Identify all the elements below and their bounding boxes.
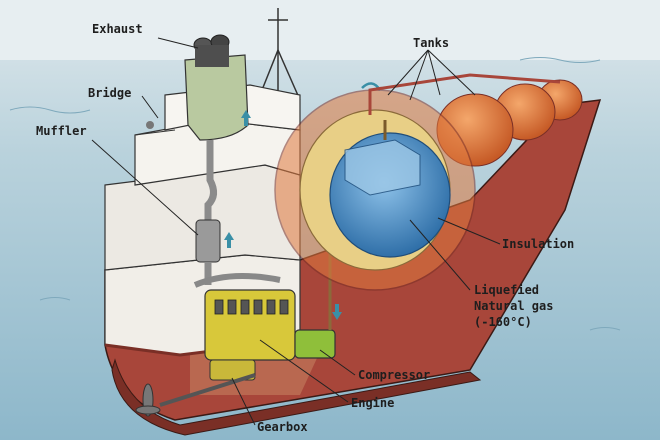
label-muffler: Muffler bbox=[36, 124, 87, 138]
exhaust-duct bbox=[204, 140, 217, 220]
label-insulation: Insulation bbox=[502, 237, 575, 251]
bridge-railing bbox=[134, 129, 176, 136]
lng-top-box bbox=[344, 139, 421, 196]
label-tanks: Tanks bbox=[413, 36, 450, 50]
label-lng-line3: (-160°C) bbox=[474, 315, 532, 329]
wave-lines bbox=[9, 57, 621, 331]
engine-cylinders bbox=[214, 299, 289, 315]
exhaust-manifold bbox=[193, 273, 281, 288]
hull-keel bbox=[111, 358, 482, 436]
label-exhaust: Exhaust bbox=[92, 22, 143, 36]
label-engine: Engine bbox=[351, 396, 395, 410]
label-gearbox: Gearbox bbox=[257, 420, 308, 434]
propeller-shaft bbox=[159, 373, 256, 407]
funnel bbox=[184, 54, 249, 141]
bridge-figure bbox=[146, 121, 154, 129]
leader-lines bbox=[91, 37, 501, 426]
sky-band bbox=[0, 0, 660, 60]
tank-dome-pipes bbox=[368, 73, 561, 115]
label-bridge: Bridge bbox=[88, 86, 132, 100]
label-lng-line1: Liquefied bbox=[474, 283, 540, 297]
label-compressor: Compressor bbox=[358, 368, 431, 382]
muffler bbox=[195, 219, 221, 263]
compressor-box bbox=[294, 329, 336, 359]
propeller bbox=[135, 383, 161, 417]
exhaust-pipe-body bbox=[195, 45, 229, 67]
label-lng-line2: Natural gas bbox=[474, 299, 554, 313]
